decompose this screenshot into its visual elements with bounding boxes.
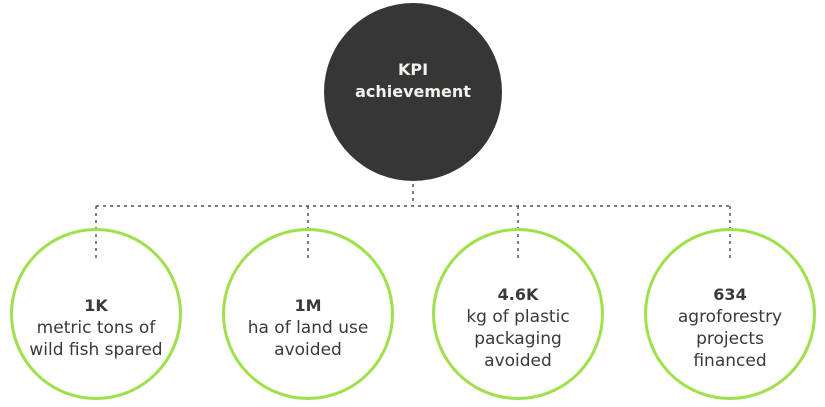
kpi-achievement-hub: KPI achievement xyxy=(324,3,502,181)
kpi-value: 1M xyxy=(294,296,322,315)
kpi-plastic-packaging: 4.6K kg of plastic packaging avoided xyxy=(432,228,604,400)
kpi-value: 1K xyxy=(84,296,108,315)
kpi-agroforestry: 634 agroforestry projects financed xyxy=(644,228,816,400)
kpi-land-use: 1M ha of land use avoided xyxy=(222,228,394,400)
hub-title-line1: KPI xyxy=(397,60,429,79)
kpi-label: kg of plastic packaging avoided xyxy=(466,307,570,371)
kpi-value: 634 xyxy=(713,285,747,304)
kpi-wild-fish: 1K metric tons of wild fish spared xyxy=(10,228,182,400)
kpi-label: ha of land use avoided xyxy=(247,318,369,360)
hub-title-line2: achievement xyxy=(355,82,471,101)
kpi-label: metric tons of wild fish spared xyxy=(29,318,163,360)
kpi-value: 4.6K xyxy=(497,285,539,304)
kpi-label: agroforestry projects financed xyxy=(677,307,783,371)
